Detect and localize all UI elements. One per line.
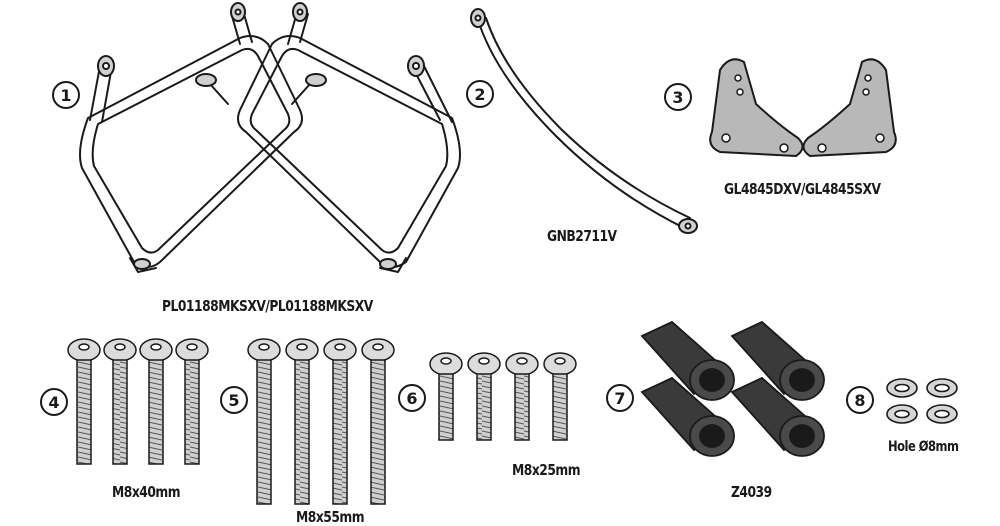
spacer [640,320,735,401]
right-bracket [802,58,897,158]
bolts-m8x25 [429,352,577,441]
part-5-label: M8x55mm [296,508,365,526]
part-5-number: 5 [220,386,248,414]
washer [886,404,918,424]
part-2-number: 2 [466,80,494,108]
bolt [247,338,281,505]
washers [886,378,958,424]
mounting-brackets [709,58,897,158]
part-1-label: PL01188MKSXV/PL01188MKSXV [162,297,373,315]
part-3-label: GL4845DXV/GL4845SXV [724,180,881,198]
bolt [543,352,577,441]
bolt [67,338,101,465]
bolt [361,338,395,505]
bolt [103,338,137,465]
bolt [505,352,539,441]
spacer [730,376,825,457]
spacer [640,376,735,457]
right-frame [237,35,461,268]
bolt [139,338,173,465]
bolts-m8x55 [247,338,395,505]
part-1-number: 1 [52,81,80,109]
spacer [730,320,825,401]
left-frame [79,35,303,268]
part-8-label: Hole Ø8mm [888,439,959,455]
part-2-label: GNB2711V [547,227,617,245]
part-4-number: 4 [40,388,68,416]
washer [886,378,918,398]
part-8-number: 8 [846,386,874,414]
bolt [467,352,501,441]
part-4-label: M8x40mm [112,483,181,501]
part-6-label: M8x25mm [512,461,581,479]
bolt [285,338,319,505]
pannier-frame-pair [79,2,461,273]
washer [926,378,958,398]
bolt [429,352,463,441]
bolt [323,338,357,505]
left-bracket [709,58,804,158]
spacers-z4039 [640,320,825,457]
washer [926,404,958,424]
bolts-m8x40 [67,338,209,465]
part-7-label: Z4039 [731,483,772,501]
part-3-number: 3 [664,83,692,111]
strap-bar [470,8,698,234]
part-6-number: 6 [398,384,426,412]
part-7-number: 7 [606,384,634,412]
bolt [175,338,209,465]
